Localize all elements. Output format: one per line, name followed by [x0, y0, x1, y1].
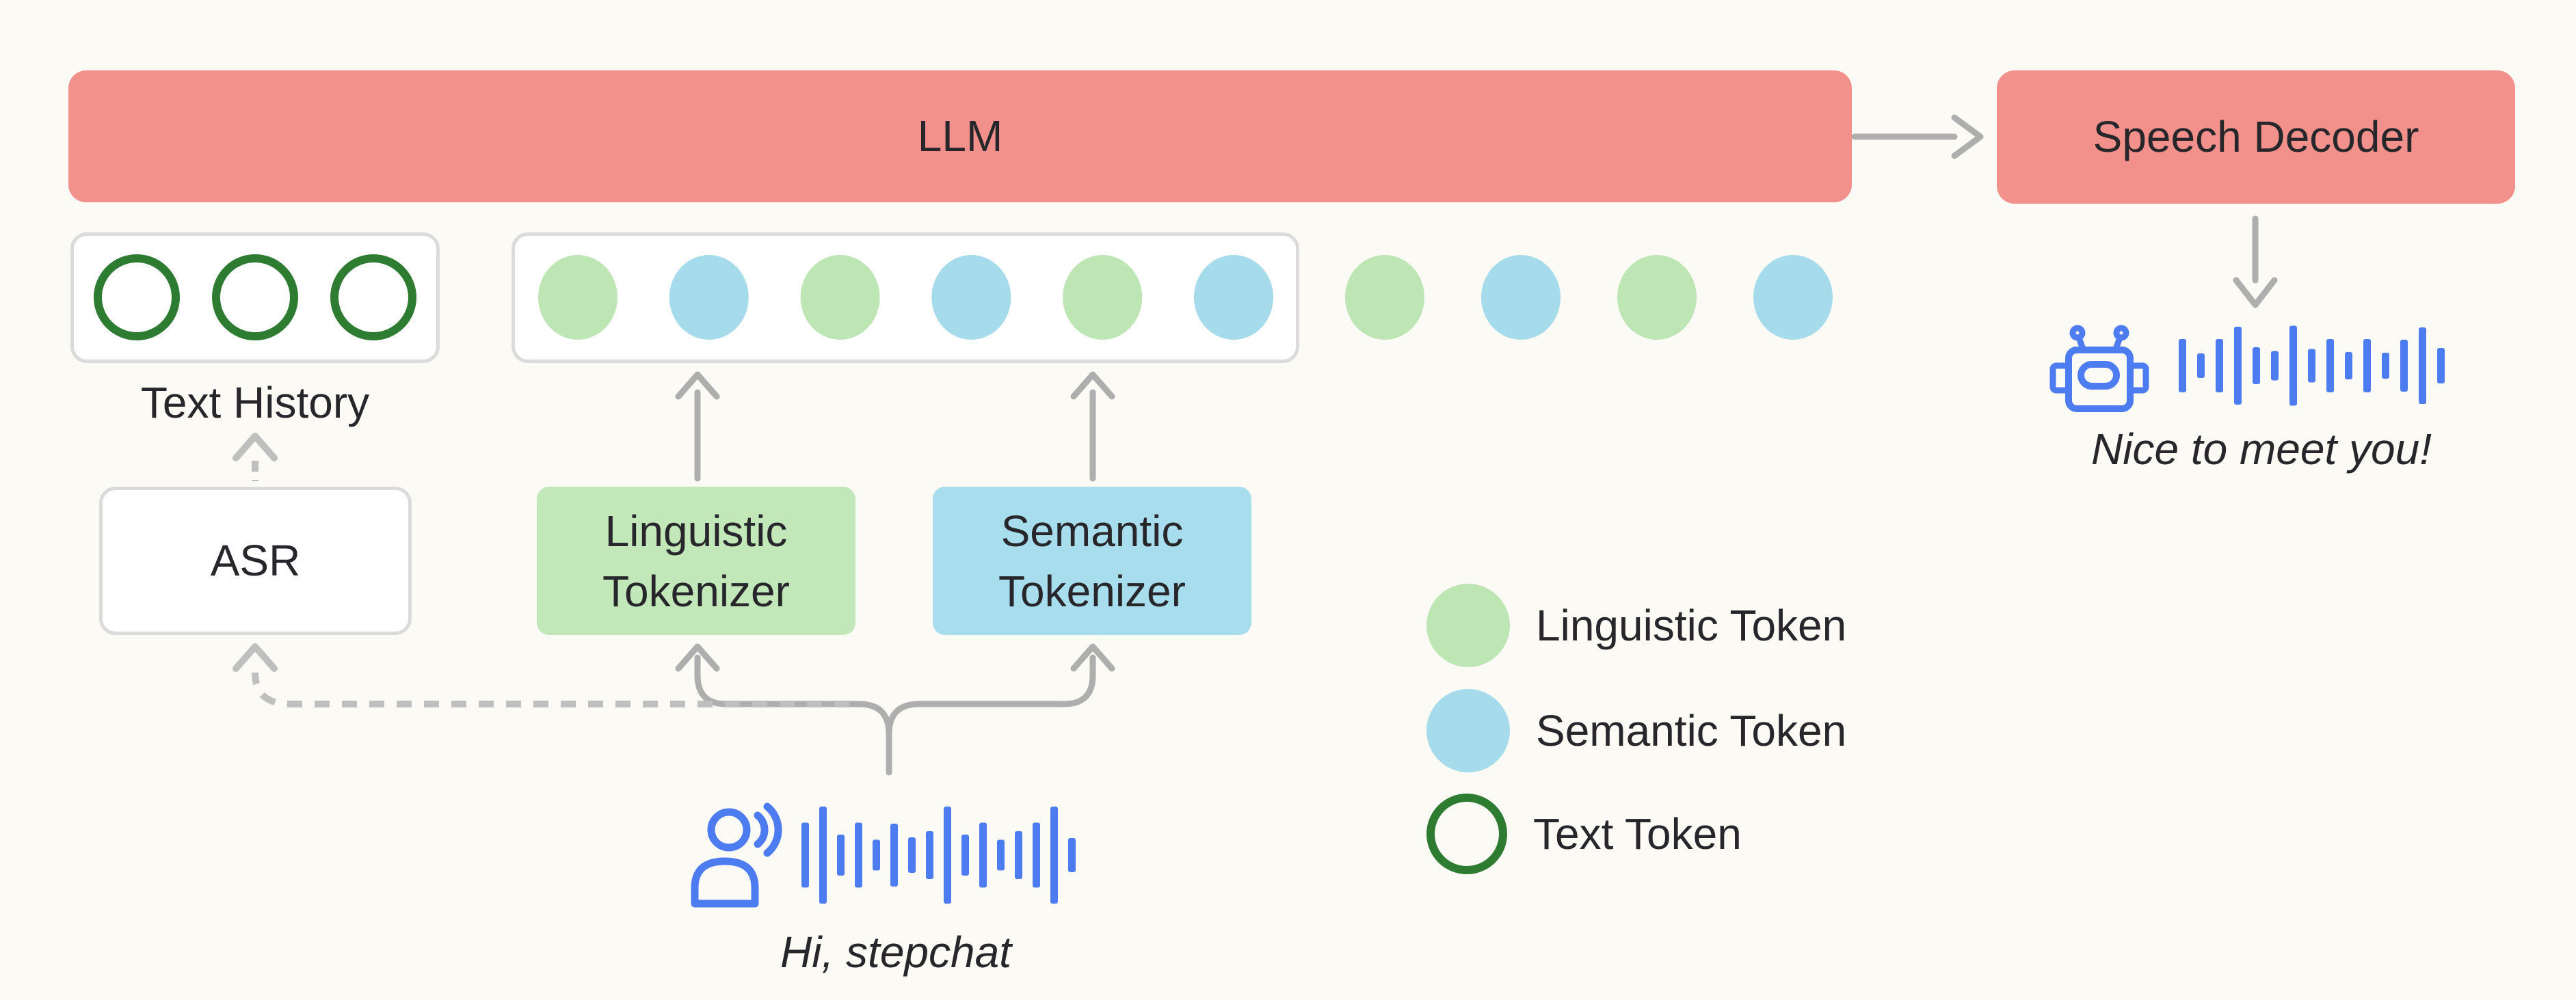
generated-token-circles — [1345, 255, 1833, 340]
context-token-box — [512, 232, 1299, 363]
semantic-token-marker-icon — [1426, 689, 1510, 772]
text-history-token-box — [70, 232, 440, 363]
semantic-tokenizer-node: Semantic Tokenizer — [933, 487, 1251, 635]
linguistic-tokenizer-label-line2: Tokenizer — [602, 566, 790, 616]
legend-item-linguistic-token: Linguistic Token — [1426, 583, 1846, 668]
dashed-arrow-asr-to-text-history-icon — [233, 433, 278, 481]
user-speech-waveform-icon — [801, 807, 1076, 904]
assistant-speech-waveform-icon — [2179, 325, 2445, 406]
robot-icon — [2049, 325, 2149, 412]
speech-decoder-node: Speech Decoder — [1997, 70, 2515, 204]
arrow-llm-to-speech-decoder-icon — [1851, 114, 1984, 159]
asr-label: ASR — [210, 535, 301, 585]
user-speaking-icon — [691, 802, 782, 908]
semantic-tokenizer-label-line2: Tokenizer — [998, 566, 1186, 616]
legend-item-semantic-token: Semantic Token — [1426, 688, 1846, 773]
arrow-linguistic-to-context-icon — [675, 371, 720, 482]
linguistic-tokenizer-label-line1: Linguistic — [605, 506, 788, 556]
arrow-speech-decoder-to-output-icon — [2233, 215, 2278, 308]
speech-decoder-label: Speech Decoder — [2093, 111, 2419, 161]
user-utterance-text: Hi, stepchat — [780, 928, 1011, 977]
arrow-semantic-to-context-icon — [1070, 371, 1115, 482]
linguistic-token-marker-icon — [1426, 584, 1510, 667]
assistant-utterance-text: Nice to meet you! — [2091, 424, 2432, 474]
asr-node: ASR — [99, 487, 412, 635]
llm-node: LLM — [68, 70, 1852, 202]
legend-label-linguistic-token: Linguistic Token — [1536, 601, 1847, 650]
text-token-marker-icon — [1426, 794, 1507, 874]
llm-label: LLM — [917, 111, 1003, 161]
legend-item-text-token: Text Token — [1426, 792, 1742, 876]
semantic-tokenizer-label-line1: Semantic — [1000, 506, 1184, 556]
linguistic-tokenizer-node: Linguistic Tokenizer — [537, 487, 855, 635]
audio-split-brace-icon — [675, 643, 1115, 776]
legend-label-text-token: Text Token — [1533, 809, 1742, 859]
dashed-arrow-audio-to-asr-icon — [233, 643, 849, 707]
legend-label-semantic-token: Semantic Token — [1536, 706, 1847, 755]
text-history-caption: Text History — [140, 378, 370, 427]
